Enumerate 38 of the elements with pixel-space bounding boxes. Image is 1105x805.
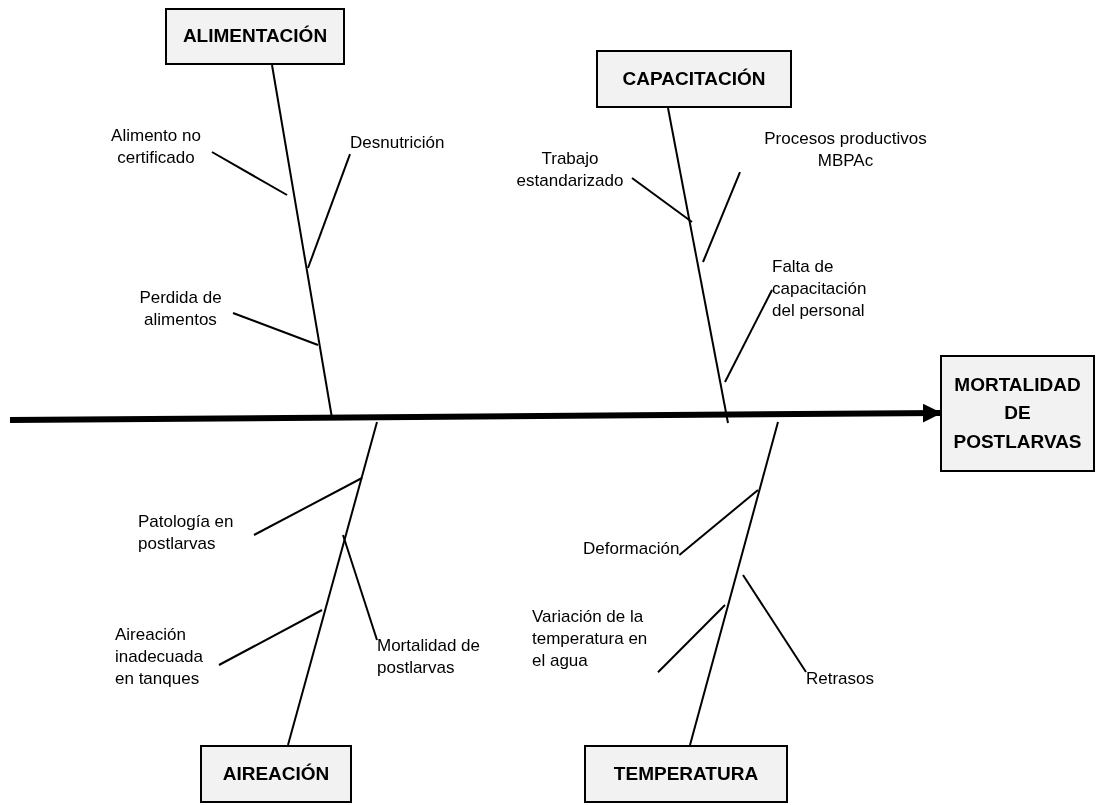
sub-cause-line	[211, 151, 288, 196]
category-label: TEMPERATURA	[613, 761, 759, 786]
category-box	[596, 50, 792, 108]
sub-cause-line	[702, 171, 741, 263]
cause-label: Falta de capacitación del personal	[772, 256, 884, 323]
sub-cause-line	[631, 177, 693, 223]
category-label: ALIMENTACIÓN	[182, 24, 328, 49]
sub-cause-line	[724, 289, 773, 383]
sub-cause-line	[742, 574, 807, 673]
category-box	[165, 8, 345, 65]
bone-line	[667, 107, 729, 424]
category-box	[584, 745, 788, 803]
effect-box	[940, 355, 1095, 472]
sub-cause-line	[657, 604, 726, 674]
cause-label: Variación de la temperatura en el agua	[532, 606, 658, 673]
cause-label: Perdida de alimentos	[128, 287, 233, 332]
cause-label: Deformación	[583, 538, 680, 561]
cause-label: Mortalidad de postlarvas	[377, 635, 501, 680]
sub-cause-line	[232, 312, 319, 346]
category-box	[200, 745, 352, 803]
cause-label: Patología en postlarvas	[138, 511, 254, 556]
sub-cause-line	[218, 609, 323, 666]
cause-label: Trabajo estandarizado	[508, 148, 632, 193]
sub-cause-line	[253, 477, 363, 536]
effect-label: MORTALIDAD DE POSTLARVAS	[952, 372, 1083, 454]
bone-line	[287, 421, 378, 746]
category-label: AIREACIÓN	[222, 761, 330, 786]
sub-cause-line	[342, 534, 378, 641]
cause-label: Retrasos	[806, 668, 875, 691]
category-label: CAPACITACIÓN	[622, 66, 766, 91]
cause-label: Aireación inadecuada en tanques	[115, 624, 219, 691]
sub-cause-line	[307, 153, 351, 269]
spine-arrow	[9, 403, 942, 423]
cause-label: Alimento no certificado	[100, 125, 212, 170]
cause-label: Desnutrición	[350, 132, 445, 155]
bone-line	[689, 421, 779, 746]
sub-cause-line	[678, 489, 759, 556]
cause-label: Procesos productivos MBPAc	[738, 128, 953, 173]
